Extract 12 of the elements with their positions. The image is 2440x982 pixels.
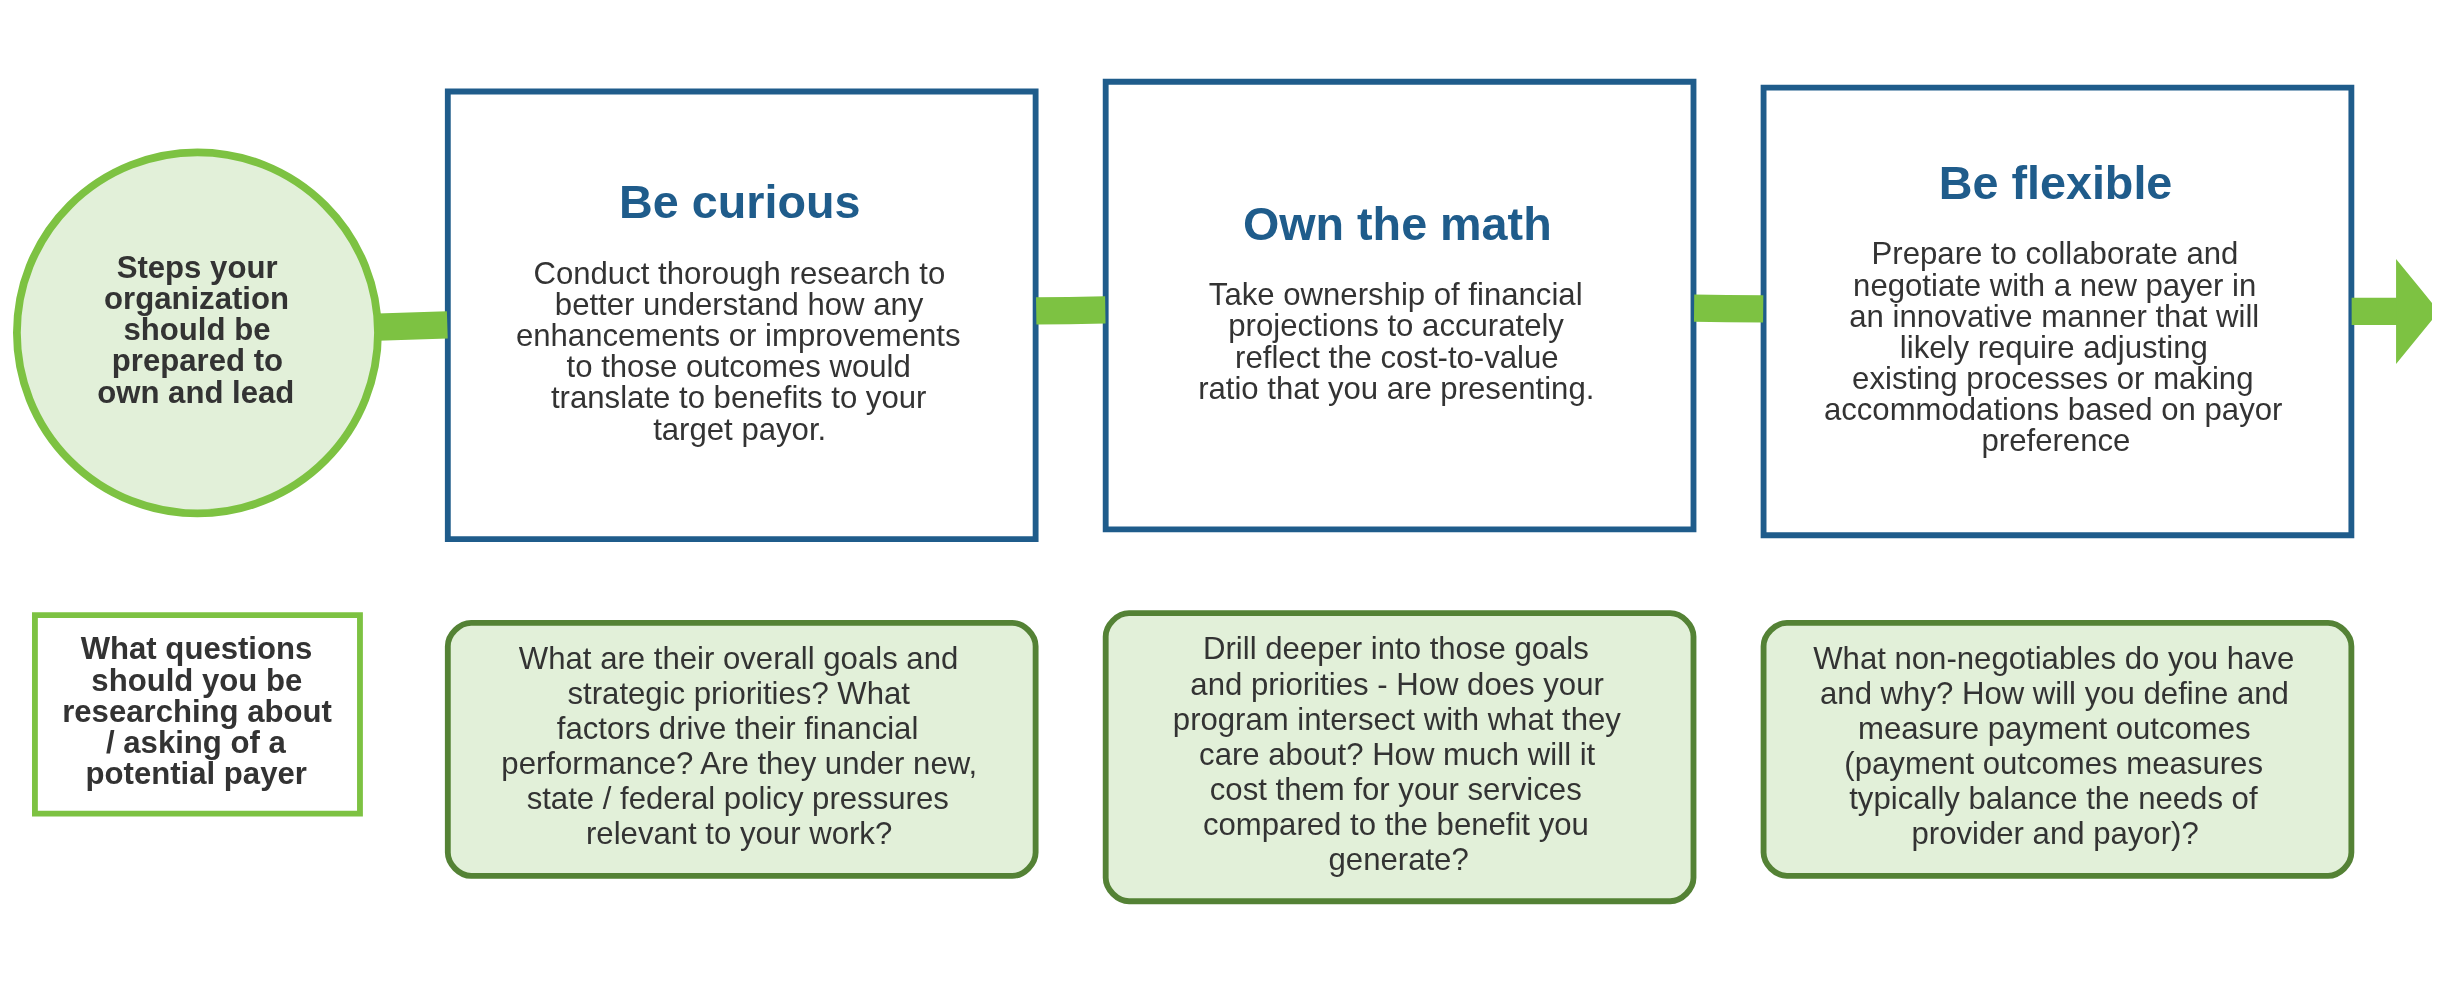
connector bbox=[1036, 295, 1106, 325]
connector bbox=[377, 310, 448, 341]
connector bbox=[1694, 294, 1764, 322]
node-box: What questions should you be researching about / asking of a potential payer bbox=[32, 611, 363, 817]
node-circle: Steps your organization should be prepared to own and lead bbox=[13, 147, 382, 517]
node-box: Be curious Conduct thorough research to better understand how any enhancements or improvements to those outcomes would translate to benefits to your target payor. bbox=[444, 88, 1039, 542]
node-box: Drill deeper into those goals and priorities - How does your program intersect with what they care about? How much will it cost them for your services compared to the benefit you generate? bbox=[1102, 609, 1697, 904]
node-box: Own the math Take ownership of financial projections to accurately reflect the cost-to-value ratio that you are presenting. bbox=[1102, 78, 1697, 532]
node-box: What non-negotiables do you have and why? How will you define and measure payment outcomes (payment outcomes measures typically balance the needs of provider and payor)? bbox=[1760, 619, 2355, 879]
node-box: Be flexible Prepare to collaborate and negotiate with a new payer in an innovative manner that will likely require adjusting existing processes or making accommodations based on payor preference bbox=[1760, 84, 2355, 538]
node-box: What are their overall goals and strategic priorities? What factors drive their financial performance? Are they under new, state / federal policy pressures relevant to your work? bbox=[444, 619, 1039, 879]
arrow bbox=[2351, 258, 2432, 364]
